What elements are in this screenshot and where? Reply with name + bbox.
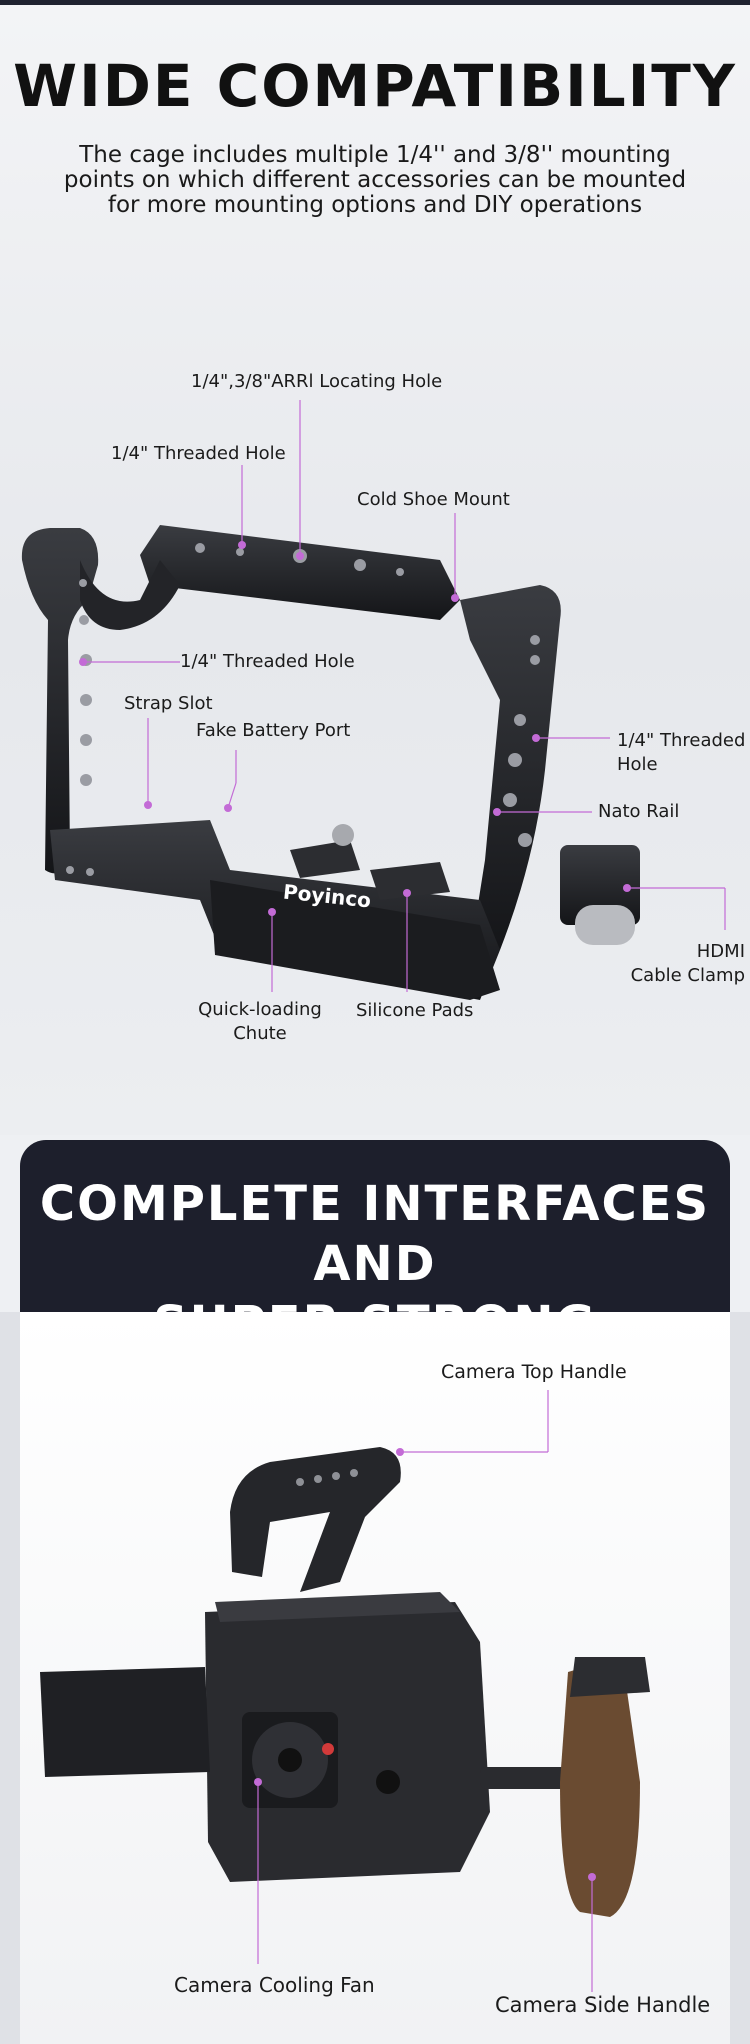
section-description: The cage includes multiple 1/4'' and 3/8… [63,142,687,218]
cage-top-plate [140,525,460,620]
thumbscrew [575,905,635,945]
side-rod [480,1767,570,1789]
silicone-pad-2 [370,862,450,900]
cage-upper-arch [80,560,180,630]
left-shade [0,1312,20,2044]
cage-right-plate [460,585,561,955]
label-arri-hole: 1/4",3/8"ARRl Locating Hole [191,371,443,392]
top-handle [230,1447,401,1592]
camera-rig-illustration [40,1390,650,1992]
label-side-handle: Camera Side Handle [495,1993,711,2017]
label-cold-shoe: Cold Shoe Mount [357,489,510,510]
silicone-pad-1 [290,840,360,878]
camera-top [215,1592,460,1622]
label-silicone-pads: Silicone Pads [356,1000,474,1021]
top-strip [0,0,750,5]
label-fake-battery: Fake Battery Port [196,720,351,741]
hdmi-clamp-block [560,845,640,925]
section-title: WIDE COMPATIBILITY [13,52,737,120]
side-wooden-handle [560,1668,640,1917]
camera-cage-illustration [21,400,726,1000]
right-shade [730,1312,750,2044]
label-threaded-left: 1/4" Threaded Hole [180,651,355,672]
label-threaded-top: 1/4" Threaded Hole [111,443,286,464]
label-threaded-right: 1/4" Threaded Hole [617,730,746,775]
label-cooling-fan: Camera Cooling Fan [174,1973,375,1997]
label-top-handle: Camera Top Handle [441,1361,627,1383]
camera-body [205,1602,490,1882]
cage-base-slab [210,880,500,1000]
label-nato-rail: Nato Rail [598,801,680,822]
expansion-banner: COMPLETE INTERFACES AND SUPER STRONG EXP… [20,1140,730,1412]
flip-screen [40,1667,210,1777]
label-quick-loading: Quick-loading Chute [198,999,322,1044]
label-strap-slot: Strap Slot [124,693,213,714]
cage-left-grip [21,528,99,874]
label-hdmi-clamp: HDMI Cable Clamp [630,941,745,986]
